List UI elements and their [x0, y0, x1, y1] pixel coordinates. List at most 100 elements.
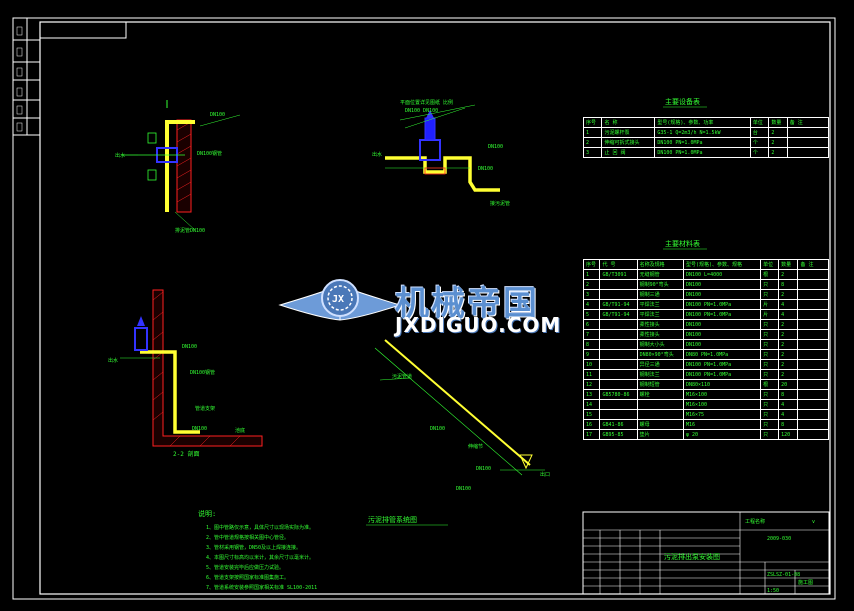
- table-cell: 只: [760, 329, 780, 340]
- table-cell: 只: [760, 279, 780, 290]
- table-cell: [599, 319, 638, 330]
- table-cell: 根: [760, 269, 780, 280]
- table-cell: [797, 369, 829, 380]
- detail-top-left[interactable]: 出水 DN100 DN100钢管 排泥管DN100: [115, 100, 241, 234]
- table-cell: 8: [778, 419, 799, 430]
- drawing-title: 污泥排出泵安装图: [664, 552, 720, 561]
- table-cell: [797, 279, 829, 290]
- svg-text:池底: 池底: [235, 427, 245, 434]
- table-cell: DN100 PN=1.0MPa: [682, 299, 762, 310]
- table-cell: [599, 329, 638, 340]
- pump-section-icon[interactable]: [134, 327, 148, 351]
- notes-title: 说明:: [198, 509, 216, 518]
- table-cell: DN100 PN=1.0MPa: [682, 369, 762, 380]
- inner-frame: [39, 21, 831, 595]
- margin-strip-text: [16, 26, 23, 132]
- table-cell: 片: [760, 309, 780, 320]
- vertical-pipe: [165, 120, 195, 212]
- table-cell: 垫片: [636, 429, 684, 440]
- table-cell: DN100: [682, 339, 762, 350]
- table-cell: 只: [760, 369, 780, 380]
- table-cell: 台: [749, 127, 770, 138]
- table-cell: [797, 289, 829, 300]
- table-cell: GB/T91-94: [599, 299, 638, 310]
- table-cell: [797, 319, 829, 330]
- detail-top-center[interactable]: 平面位置详见图纸 比例 DN100 DN100 DN100 DN100 接污泥管…: [372, 99, 510, 207]
- table-cell: 只: [760, 319, 780, 330]
- table-cell: DN80×110: [682, 379, 762, 390]
- table-header-cell: 数量: [778, 259, 799, 270]
- svg-text:JX: JX: [332, 294, 344, 305]
- table-cell: [599, 369, 638, 380]
- table-cell: 个: [749, 137, 770, 148]
- table-cell: 异径三通: [636, 359, 684, 370]
- wall-l-section: [152, 289, 263, 447]
- table-cell: DN100 PN=1.0MPa: [682, 309, 762, 320]
- svg-text:DN100: DN100: [488, 144, 503, 150]
- svg-text:出水: 出水: [115, 152, 125, 159]
- title-block[interactable]: 污泥排出泵安装图 工程名称 2009-030 ZSLSZ-01-08 施工图 1…: [582, 511, 830, 595]
- svg-text:DN100: DN100: [210, 112, 225, 118]
- svg-text:工程名称: 工程名称: [745, 518, 765, 525]
- table-header-cell: 单位: [749, 117, 770, 128]
- table-cell: 4: [778, 399, 799, 410]
- table-cell: 螺栓: [636, 389, 684, 400]
- table-cell: 15: [582, 409, 601, 420]
- table-cell: 3: [582, 147, 603, 158]
- table-cell: GB95-85: [599, 429, 638, 440]
- watermark-logo-en: JXDIGUO.COM: [395, 313, 562, 337]
- table-cell: 120: [778, 429, 799, 440]
- table-cell: 2: [778, 319, 799, 330]
- table-cell: 1: [582, 127, 603, 138]
- system-diagram-label: 污泥排管系统图: [368, 515, 417, 524]
- table-cell: G35-1 Q=2m3/h N=1.5kW: [654, 127, 751, 138]
- table-cell: 根: [760, 379, 780, 390]
- corner-box: [40, 22, 127, 39]
- table-cell: 钢制短管: [636, 379, 684, 390]
- table-cell: 11: [582, 369, 601, 380]
- detail-diagonal-pipe[interactable]: 污泥管道 DN100 伸缩节 DN100 DN100 出口: [374, 339, 550, 492]
- svg-text:6、管道支架按照国家标准图集施工。: 6、管道支架按照国家标准图集施工。: [206, 574, 289, 581]
- table-cell: 只: [760, 429, 780, 440]
- pump-outlet-pipe: [385, 156, 500, 192]
- svg-text:出水: 出水: [372, 151, 382, 158]
- table-cell: 只: [760, 349, 780, 360]
- table-cell: [636, 409, 684, 420]
- table-cell: [786, 127, 830, 138]
- table-cell: 4: [778, 409, 799, 420]
- table-cell: 无缝钢管: [636, 269, 684, 280]
- table-header-cell: 名 称: [601, 117, 656, 128]
- table-cell: 4: [778, 299, 799, 310]
- table-cell: DN100: [682, 319, 762, 330]
- table-cell: 8: [778, 389, 799, 400]
- svg-text:DN100钢管: DN100钢管: [197, 150, 222, 157]
- section-pipe: [140, 350, 200, 434]
- table-cell: 17: [582, 429, 601, 440]
- detail-section-2-2[interactable]: 出水 DN100 DN100钢管 管道支架 DN100 池底 2-2 剖面: [108, 289, 263, 458]
- table-cell: φ 20: [682, 429, 762, 440]
